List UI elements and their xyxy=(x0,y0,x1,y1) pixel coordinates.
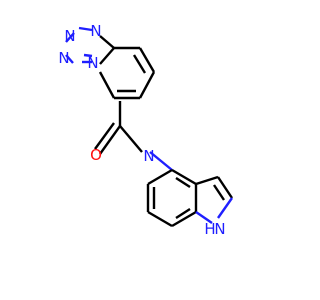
bond-c-c-inner xyxy=(132,54,147,74)
bond-c-n xyxy=(99,47,115,65)
bond-c-o xyxy=(99,125,121,155)
bond-n-n xyxy=(65,32,75,43)
atom-n4: N xyxy=(87,54,98,72)
bond-c-n xyxy=(119,125,143,153)
tetrazole-ring xyxy=(65,26,115,65)
bond-c-c xyxy=(171,210,197,228)
bond-c-c xyxy=(147,168,173,186)
bond-c-c xyxy=(138,71,156,99)
bond-c-c xyxy=(171,168,197,186)
bond-n-n-double xyxy=(83,53,93,58)
atom-n5: N xyxy=(143,147,154,165)
atom-n3: N xyxy=(58,49,69,67)
bond-c-c xyxy=(147,210,173,228)
atom-o1: O xyxy=(90,146,102,164)
bond-c-n xyxy=(217,197,233,219)
bond-n-n xyxy=(78,26,93,32)
bond-c-n xyxy=(98,71,116,99)
bond-c-c xyxy=(138,47,156,73)
atom-h1: H xyxy=(204,220,215,238)
bond-c-c-inner xyxy=(175,176,191,189)
atom-n6: N xyxy=(214,220,225,238)
bond-c-c-inner xyxy=(175,207,191,220)
bond-c-c xyxy=(217,176,233,199)
atom-n1: N xyxy=(90,22,101,40)
amide-group xyxy=(94,101,173,171)
bond-c-c xyxy=(195,175,219,186)
bond-c-c-inner xyxy=(213,184,225,201)
molecule-structure: N N N N O N H N xyxy=(58,22,233,238)
atom-labels: N N N N O N H N xyxy=(58,22,225,238)
bond-c-o-double xyxy=(94,122,115,150)
indole-ring xyxy=(146,168,233,228)
bond-n-c xyxy=(149,151,173,171)
atom-n2: N xyxy=(64,27,75,45)
bond-c-n xyxy=(99,35,115,49)
pyridine-ring xyxy=(98,46,156,100)
bond-n-n xyxy=(65,54,74,64)
structure-canvas: N N N N O N H N xyxy=(58,22,233,238)
bond-n-c xyxy=(195,211,213,224)
